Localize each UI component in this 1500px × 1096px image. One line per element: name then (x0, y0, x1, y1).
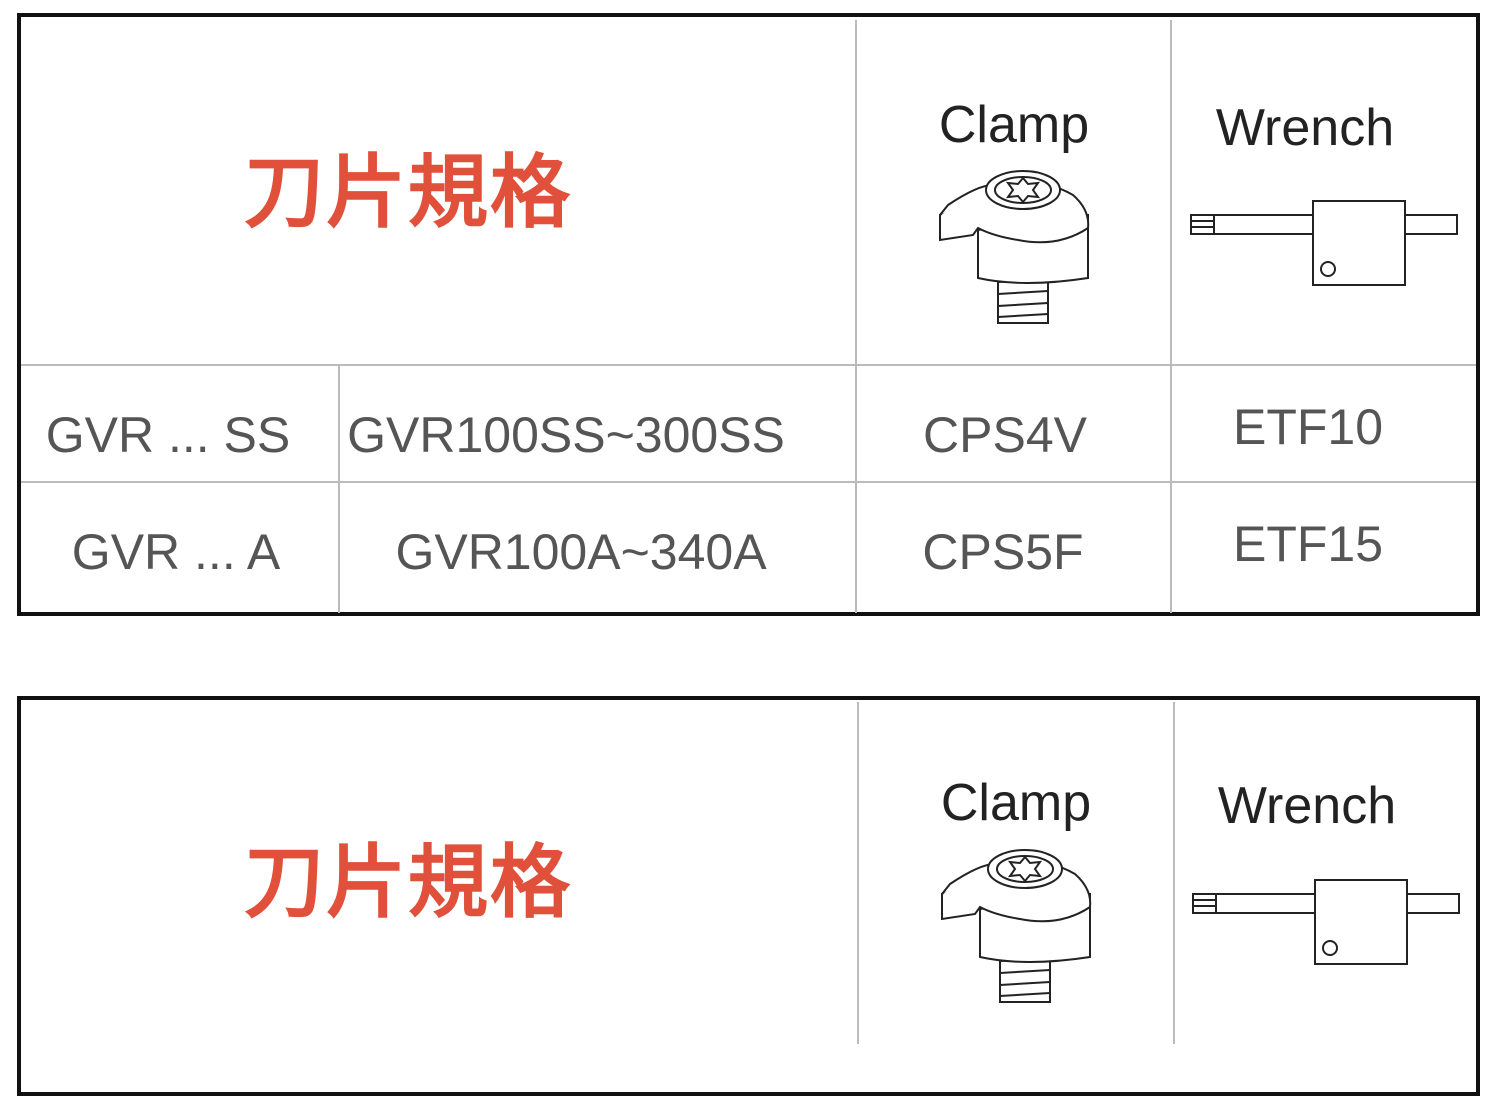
clamp-screw-icon (938, 170, 1093, 325)
table-title: 刀片規格 (244, 148, 572, 237)
divider (21, 364, 1476, 366)
header-clamp: Clamp (940, 774, 1092, 832)
header-clamp: Clamp (938, 96, 1090, 154)
header-wrench: Wrench (1215, 99, 1395, 157)
divider (21, 481, 1476, 483)
spec-table-1 (17, 13, 1480, 616)
divider (1170, 20, 1172, 613)
clamp-screw-icon (940, 849, 1095, 1004)
row-series: GVR ... A (71, 524, 281, 580)
divider (855, 20, 857, 613)
row-wrench: ETF15 (1232, 516, 1384, 572)
row-wrench: ETF10 (1232, 399, 1384, 455)
divider (338, 365, 340, 613)
row-clamp: CPS4V (923, 407, 1087, 463)
torx-wrench-icon (1190, 200, 1458, 288)
header-wrench: Wrench (1217, 777, 1397, 835)
row-range: GVR100A~340A (395, 524, 767, 580)
divider (857, 702, 859, 1044)
torx-wrench-icon (1192, 879, 1460, 967)
row-clamp: CPS5F (922, 524, 1084, 580)
row-range: GVR100SS~300SS (347, 407, 785, 463)
divider (1173, 702, 1175, 1044)
table-title: 刀片規格 (244, 838, 572, 927)
row-series: GVR ... SS (45, 407, 291, 463)
